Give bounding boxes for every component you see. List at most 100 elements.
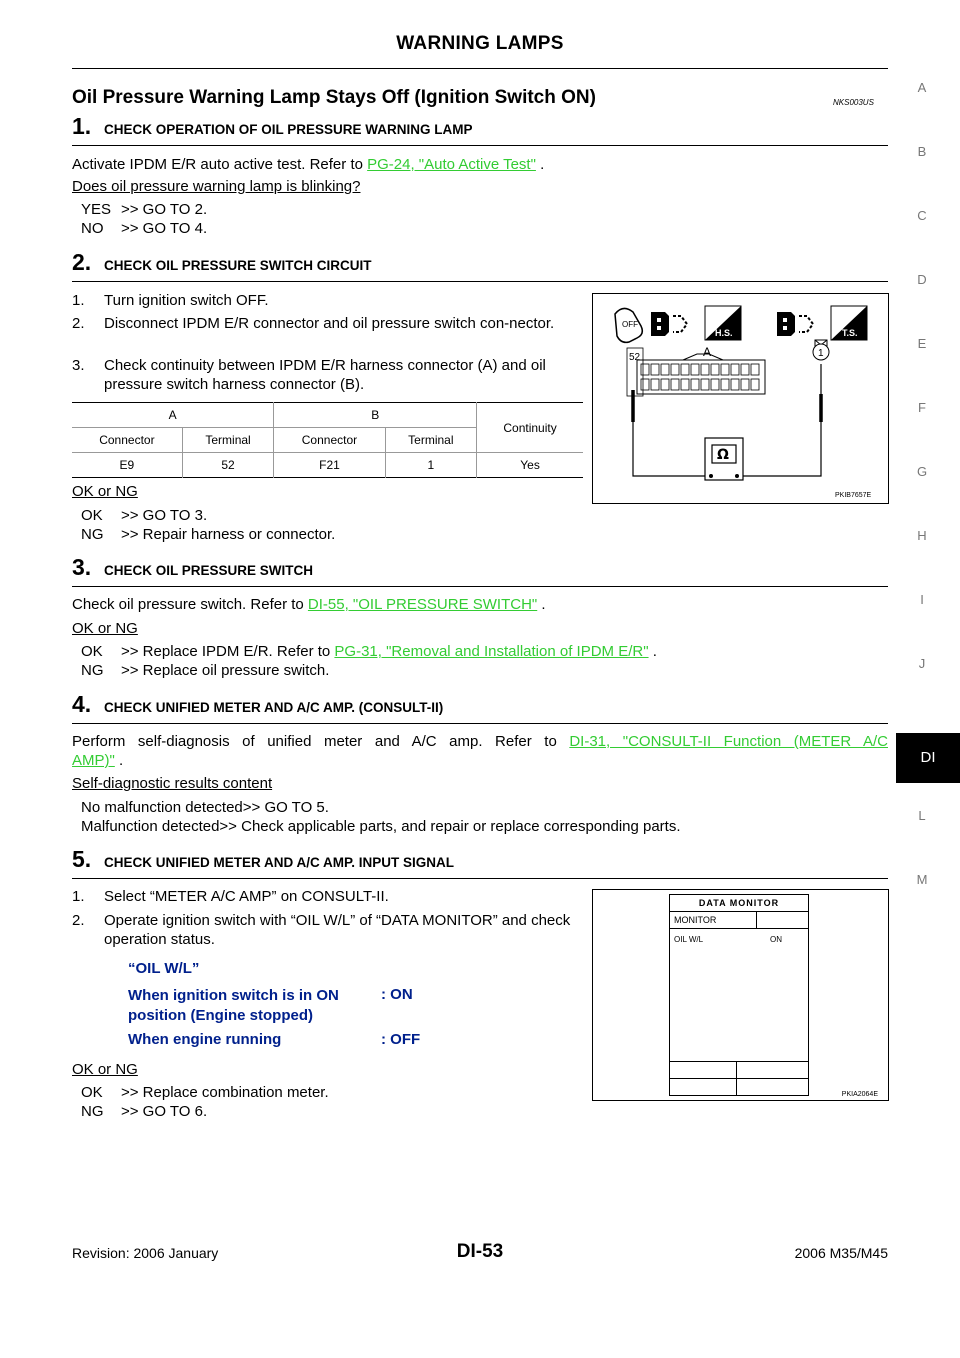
connector-b: 1 [812, 339, 830, 361]
answer-value: >> GO TO 2. [121, 201, 208, 218]
answer-value: >> GO TO 6. [121, 1103, 208, 1120]
answer-ng: NG>> Repair harness or connector. [81, 525, 335, 544]
table-header-connector: Connector [273, 427, 386, 453]
item-number: 1. [72, 292, 85, 309]
answer-value: >> Replace combination meter. [121, 1084, 329, 1101]
item-text: Select “METER A/C AMP” on CONSULT-II. [104, 888, 389, 905]
step-1-instruction: Activate IPDM E/R auto active test. Refe… [72, 155, 544, 174]
answer-no: NO >> GO TO 4. [81, 219, 207, 238]
spec-condition-2: When engine running [128, 1031, 282, 1048]
step-4-header: 4. CHECK UNIFIED METER AND A/C AMP. (CON… [72, 691, 888, 724]
step-3-question: OK or NG [72, 620, 138, 637]
ref-link-di31-cont[interactable]: AMP)" [72, 752, 115, 769]
header-rule [72, 68, 888, 69]
index-tab-d[interactable]: D [917, 272, 927, 287]
footer-model: 2006 M35/M45 [794, 1245, 888, 1261]
item-number: 2. [72, 912, 85, 929]
answer-key: NO [81, 220, 104, 237]
table-header-a: A [72, 402, 274, 428]
answer-ok: OK>> Replace combination meter. [81, 1083, 329, 1102]
step-4-instruction-cont: AMP)" . [72, 751, 123, 770]
section-title-text: Oil Pressure Warning Lamp Stays Off (Ign… [72, 87, 596, 108]
index-tab-l[interactable]: L [918, 808, 926, 823]
instruction-text: Check oil pressure switch. Refer to [72, 596, 308, 613]
connector-disconnect-icon [777, 312, 815, 336]
spec-value-2: : OFF [381, 1031, 421, 1048]
ohmmeter-icon: Ω [704, 437, 744, 481]
ref-link-pg24[interactable]: PG-24, "Auto Active Test" [367, 156, 536, 173]
list-item: 2. Operate ignition switch with “OIL W/L”… [72, 911, 582, 949]
table-cell: 52 [181, 452, 274, 478]
index-tab-di-active[interactable]: DI [896, 733, 960, 783]
connector-disconnect-icon [651, 312, 689, 336]
svg-text:Ω: Ω [717, 447, 729, 463]
step-number: 2. [72, 249, 92, 275]
connector-label-a: A [703, 345, 711, 359]
table-header-terminal: Terminal [181, 427, 274, 453]
ref-link-pg31[interactable]: PG-31, "Removal and Installation of IPDM… [334, 643, 649, 660]
spec-condition-line: position (Engine stopped) [128, 1007, 313, 1024]
step-title: CHECK OPERATION OF OIL PRESSURE WARNING … [104, 122, 473, 137]
table-header-b: B [273, 402, 477, 428]
svg-text:OFF: OFF [622, 320, 638, 329]
index-tab-g[interactable]: G [916, 464, 928, 479]
ref-link-di31[interactable]: DI-31, "CONSULT-II Function (METER A/C [569, 733, 888, 750]
index-tab-m[interactable]: M [916, 872, 928, 887]
step-2-header: 2. CHECK OIL PRESSURE SWITCH CIRCUIT [72, 249, 888, 282]
spec-title: “OIL W/L” [128, 960, 200, 977]
pin-1-label: 1 [818, 348, 824, 359]
index-tab-j[interactable]: J [918, 656, 926, 671]
item-number: 3. [72, 357, 85, 374]
index-tab-c[interactable]: C [917, 208, 927, 223]
table-cell: E9 [119, 458, 135, 472]
figure-id: PKIB7657E [835, 492, 872, 499]
item-text: Operate ignition switch with “OIL W/L” o… [104, 912, 571, 948]
instruction-tail: . [535, 156, 545, 173]
answer-key: YES [81, 201, 112, 218]
result-malfunction: Malfunction detected>> Check applicable … [81, 818, 681, 835]
answer-key: NG [81, 662, 104, 679]
item-text: Disconnect IPDM E/R connector and oil pr… [104, 315, 555, 332]
terminal-side-icon: T.S. [830, 305, 868, 341]
answer-value: >> GO TO 3. [121, 507, 208, 524]
item-number: 2. [72, 315, 85, 332]
step-title: CHECK OIL PRESSURE SWITCH [104, 563, 314, 578]
table-header-continuity: Continuity [476, 402, 583, 453]
data-monitor-figure: DATA MONITOR MONITOR OIL W/L ON PKIA2064… [592, 889, 889, 1101]
ref-link-di55[interactable]: DI-55, "OIL PRESSURE SWITCH" [307, 596, 538, 613]
answer-value: >> Repair harness or connector. [121, 526, 336, 543]
monitor-row: OIL W/L ON [670, 929, 808, 1065]
step-number: 5. [72, 846, 92, 872]
pin-52-label: 52 [629, 352, 641, 363]
spec-condition-1: When ignition switch is in ON position (… [128, 986, 339, 1026]
index-tab-h[interactable]: H [917, 528, 927, 543]
index-tab-i[interactable]: I [920, 592, 924, 607]
item-text: Check continuity between IPDM E/R harnes… [104, 357, 546, 393]
index-tab-a[interactable]: A [917, 80, 927, 95]
ignition-off-icon: OFF [614, 307, 644, 344]
index-tab-e[interactable]: E [917, 336, 927, 351]
index-tab-b[interactable]: B [917, 144, 927, 159]
monitor-header: MONITOR [670, 912, 808, 929]
answer-key: OK [81, 507, 103, 524]
step-3-header: 3. CHECK OIL PRESSURE SWITCH [72, 554, 888, 587]
instruction-tail: . [537, 596, 546, 613]
figure-id: PKIA2064E [841, 1091, 878, 1098]
section-code: NKS003US [833, 98, 874, 107]
step-number: 4. [72, 691, 92, 717]
answer-value: >> GO TO 4. [121, 220, 208, 237]
instruction-text: Activate IPDM E/R auto active test. Refe… [72, 156, 368, 173]
index-tab-f[interactable]: F [918, 400, 926, 415]
connector-a: 52 [626, 347, 766, 397]
monitor-header-label: MONITOR [674, 915, 717, 925]
step-5-question: OK or NG [72, 1061, 138, 1078]
circuit-figure: OFF H.S. T.S. A B [592, 293, 889, 504]
svg-text:T.S.: T.S. [842, 328, 858, 338]
answer-ng: NG>> Replace oil pressure switch. [81, 661, 329, 680]
table-row: E9 52 F21 1 Yes [72, 452, 583, 478]
monitor-divider [756, 912, 757, 928]
step-title: CHECK UNIFIED METER AND A/C AMP. (CONSUL… [104, 700, 444, 715]
table-cell: Yes [476, 452, 583, 478]
instruction-text: Perform self-diagnosis of unified meter … [72, 733, 570, 750]
spec-condition-line: When ignition switch is in ON [128, 987, 339, 1004]
